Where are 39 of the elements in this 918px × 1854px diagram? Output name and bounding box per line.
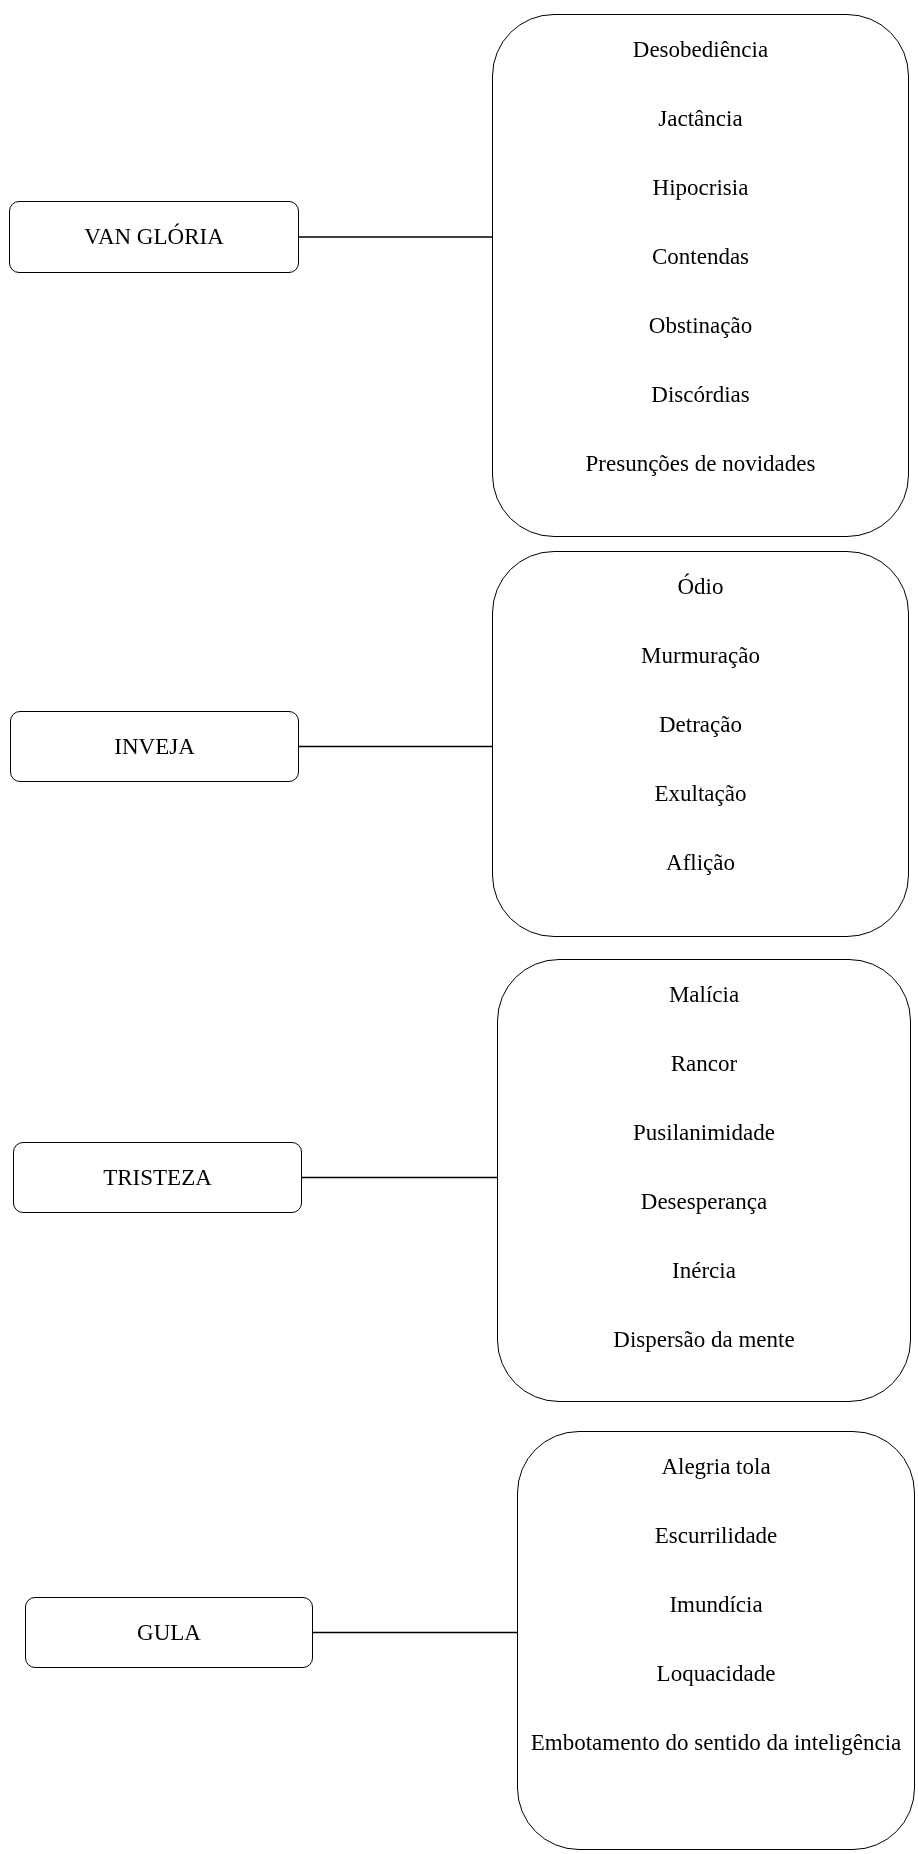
list-item: Aflição (665, 849, 736, 877)
connector-line (298, 236, 493, 238)
list-item: Loquacidade (655, 1660, 777, 1688)
list-box (517, 1431, 915, 1850)
list-item: Malícia (667, 981, 741, 1009)
list-box (492, 551, 909, 937)
category-label: VAN GLÓRIA (84, 222, 224, 251)
list-item: Rancor (669, 1050, 739, 1078)
list-item: Contendas (650, 243, 751, 271)
list-item: Inércia (671, 1257, 737, 1285)
list-item: Murmuração (640, 642, 761, 670)
list-item: Jactância (657, 105, 744, 133)
category-box (10, 711, 299, 782)
category-label: TRISTEZA (103, 1163, 212, 1192)
connector-line (298, 745, 493, 748)
category-box (13, 1142, 302, 1213)
connector-line (301, 1176, 498, 1179)
list-item: Embotamento do sentido da inteligência (529, 1729, 903, 1757)
list-item: Hipocrisia (651, 174, 750, 202)
list-item: Discórdias (650, 381, 751, 409)
list-item: Alegria tola (660, 1453, 772, 1481)
list-item: Escurrilidade (653, 1522, 779, 1550)
list-item: Pusilanimidade (632, 1119, 776, 1147)
connector-line (312, 1631, 518, 1634)
list-item: Exultação (653, 780, 748, 808)
category-box (25, 1597, 313, 1668)
list-item: Desesperança (639, 1188, 769, 1216)
list-item: Presunções de novidades (584, 450, 817, 478)
list-box (492, 14, 909, 537)
list-item: Imundícia (668, 1591, 764, 1619)
list-item: Dispersão da mente (612, 1326, 796, 1354)
list-item: Desobediência (631, 36, 770, 64)
list-item: Detração (658, 711, 743, 739)
category-label: INVEJA (114, 732, 195, 761)
list-item: Ódio (676, 572, 725, 601)
category-label: GULA (137, 1618, 201, 1647)
list-box (497, 959, 911, 1402)
list-item: Obstinação (647, 312, 754, 340)
category-box (9, 201, 299, 273)
